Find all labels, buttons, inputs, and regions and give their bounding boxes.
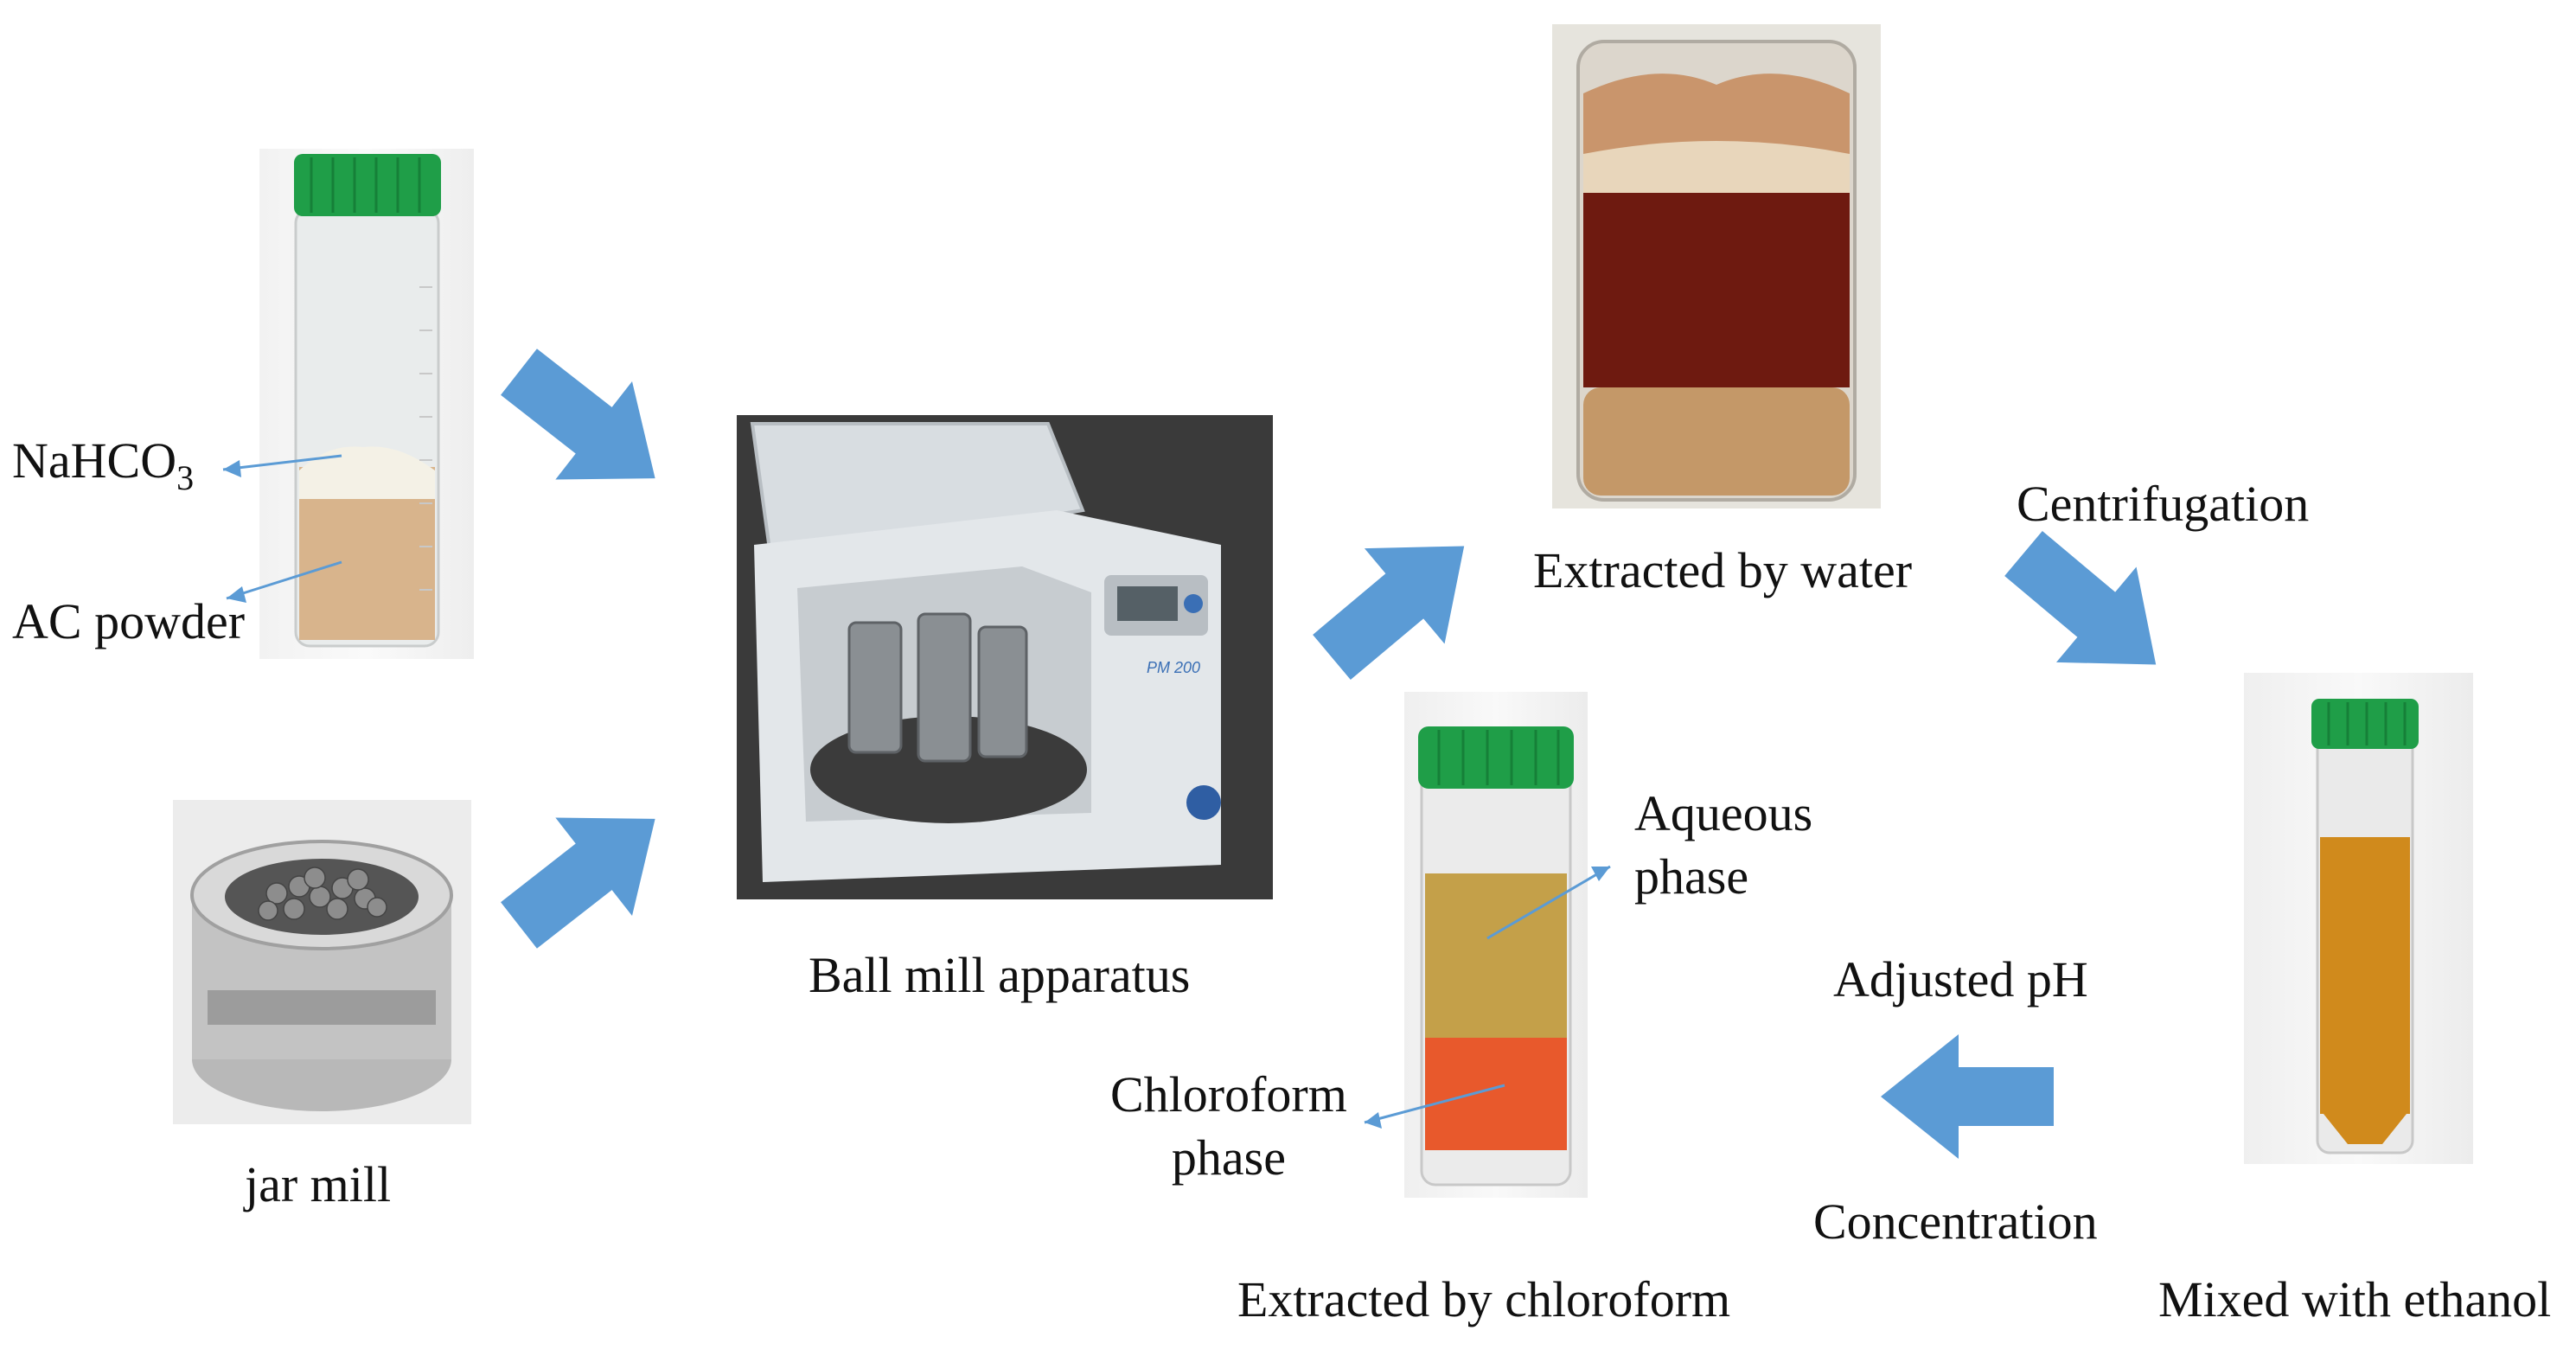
ball-mill-label: Ball mill apparatus	[809, 947, 1191, 1003]
block-arrow-icon	[1983, 505, 2196, 713]
thin-pointer-arrow-icon	[222, 454, 342, 471]
thin-pointer-arrow-icon	[1364, 1084, 1505, 1124]
beaker-illustration	[1576, 40, 1857, 502]
block-arrow-icon	[480, 323, 694, 528]
nahco3-layer	[299, 446, 435, 499]
tube-cap	[294, 154, 441, 216]
thin-pointer-arrow-icon	[226, 560, 342, 600]
beaker-water-photo	[1552, 24, 1881, 508]
tube-ethanol-photo	[2244, 673, 2473, 1164]
block-arrow-icon	[480, 770, 694, 975]
mixed-ethanol-label: Mixed with ethanol	[2158, 1271, 2552, 1327]
jar-mill-photo	[173, 800, 471, 1124]
ac-powder-label: AC powder	[12, 593, 246, 649]
chloroform-layer	[1425, 1038, 1567, 1150]
aqueous-layer	[1425, 873, 1567, 1038]
ball-mill-photo: PM 200	[737, 415, 1273, 899]
extracted-water-label: Extracted by water	[1533, 542, 1913, 598]
extracted-chloroform-label: Extracted by chloroform	[1237, 1271, 1731, 1327]
nahco3-label: NaHCO3	[12, 432, 195, 497]
tube-chloroform-photo	[1404, 692, 1588, 1198]
chloroform-phase-label: Chloroform phase	[1110, 1066, 1347, 1186]
thin-pointer-arrow-icon	[1486, 865, 1611, 940]
tube-photo-nahco3-ac	[259, 149, 474, 659]
tube-illustration	[294, 154, 441, 648]
ethanol-tube-illustration	[2311, 699, 2419, 1155]
jar-mill-illustration	[190, 840, 453, 1111]
chloroform-tube-illustration	[1418, 726, 1574, 1186]
water-extract-light	[1583, 387, 1850, 496]
ethanol-tube-cap	[2311, 699, 2419, 749]
water-extract-dark	[1583, 193, 1850, 387]
concentration-label: Concentration	[1813, 1193, 2098, 1250]
pm200-badge: PM 200	[1147, 659, 1201, 676]
block-arrow-icon	[1881, 1034, 2054, 1159]
adjusted-ph-label: Adjusted pH	[1833, 951, 2088, 1007]
block-arrow-icon	[1291, 498, 1505, 706]
ball-mill-illustration	[737, 415, 1273, 899]
ethanol-mix-liquid	[2320, 837, 2410, 1114]
aqueous-phase-label: Aqueous phase	[1634, 785, 1813, 905]
jar-mill-label: jar mill	[245, 1156, 392, 1212]
centrifugation-label: Centrifugation	[2017, 476, 2310, 532]
